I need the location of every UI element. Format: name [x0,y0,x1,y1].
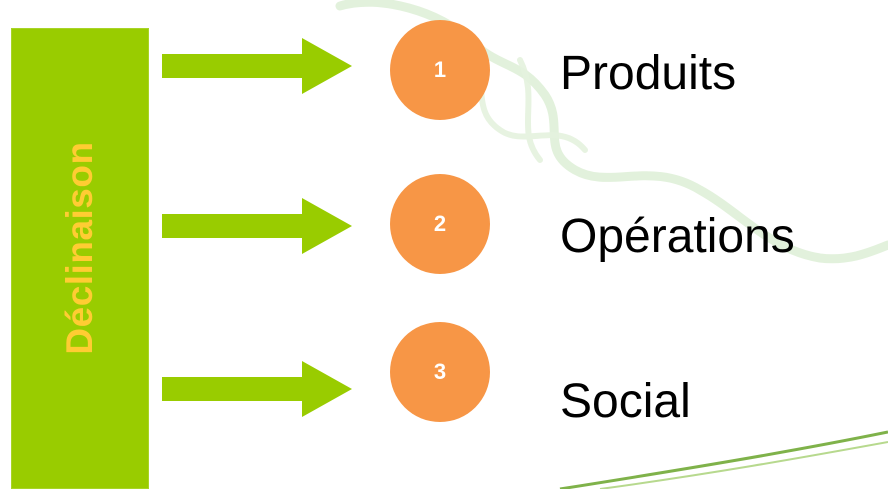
declinaison-label: Déclinaison [59,141,100,355]
step-badge-2: 2 [390,174,490,274]
arrow-right-icon [162,198,352,254]
item-label-social: Social [560,375,691,428]
arrow-right-icon [162,361,352,417]
declinaison-bar [11,28,149,489]
item-label-produits: Produits [560,47,737,100]
swoosh-decoration-shadow [599,441,888,489]
arrow-right-icon [162,38,352,94]
swoosh-decoration [559,430,888,489]
step-badge-1: 1 [390,20,490,120]
step-badge-3: 3 [390,322,490,422]
item-label-operations: Opérations [560,210,795,263]
